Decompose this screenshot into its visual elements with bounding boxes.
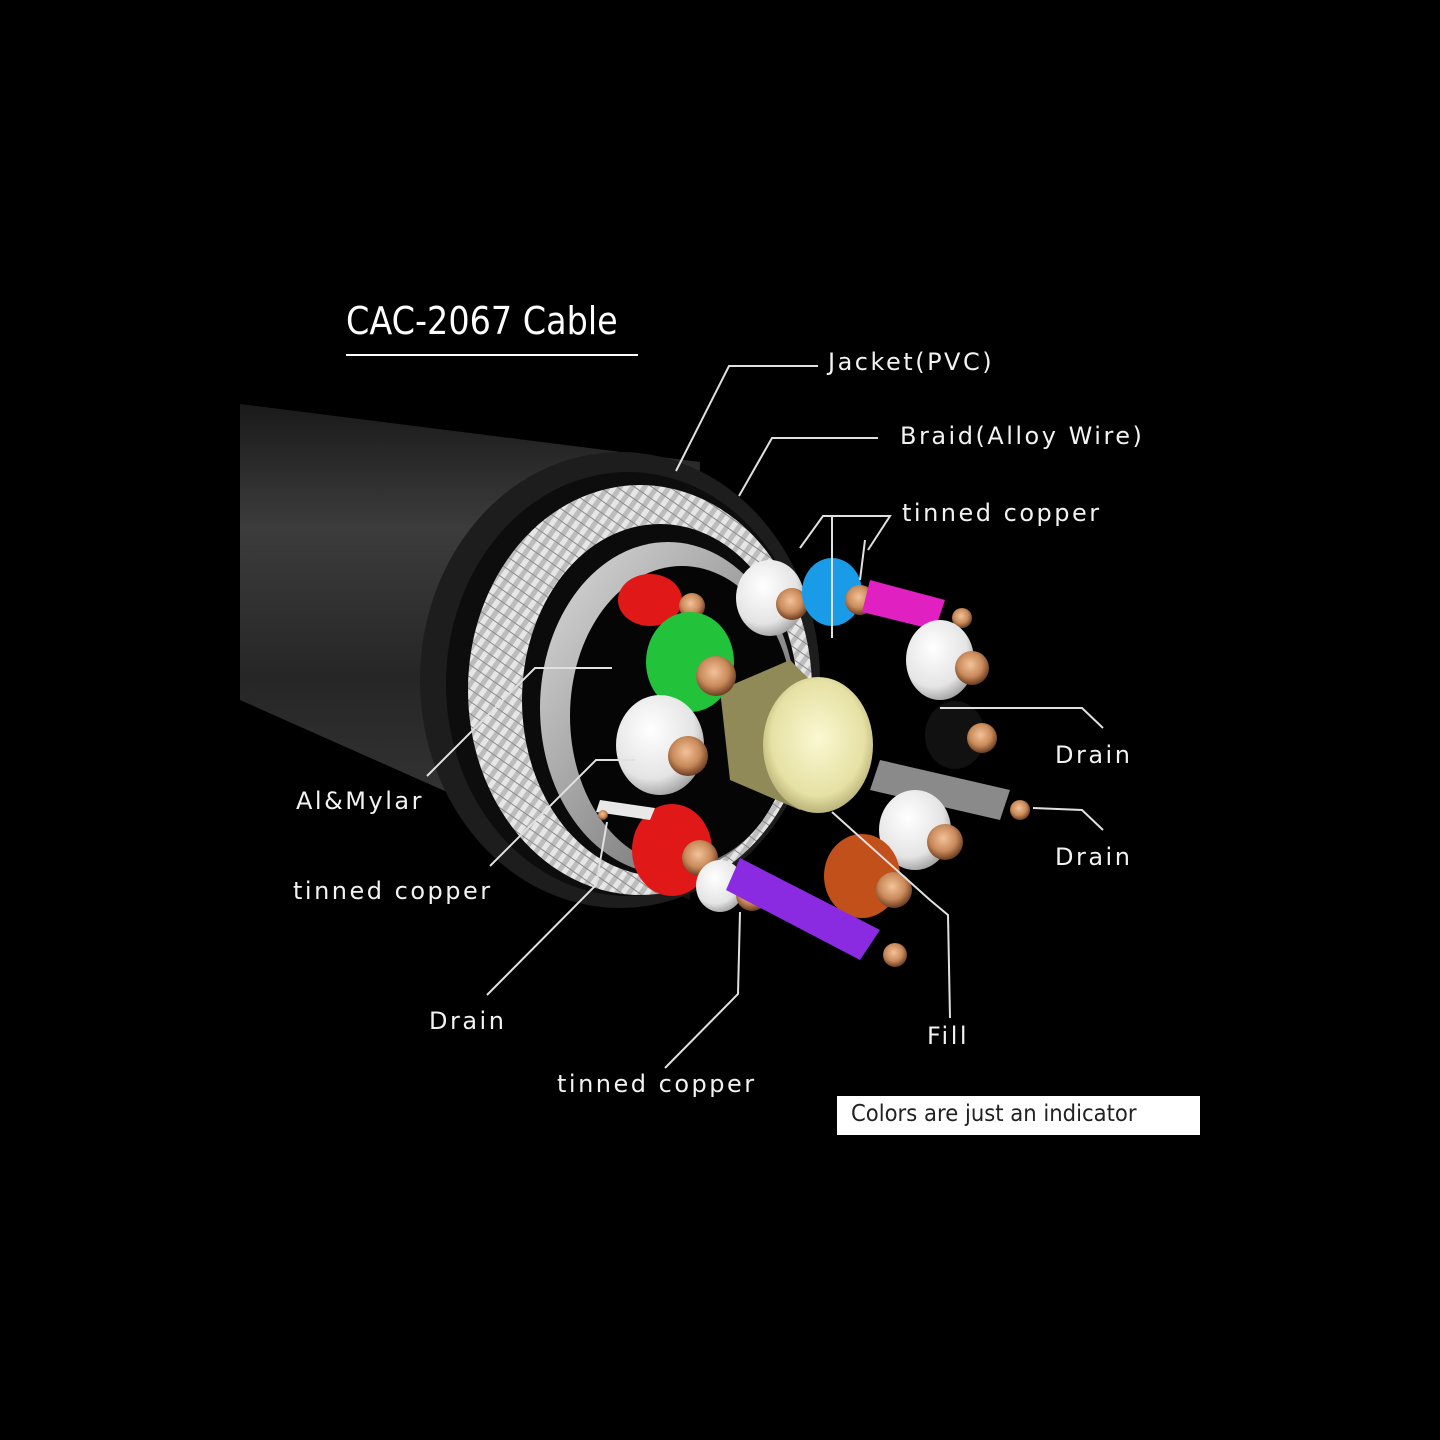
wire-purple bbox=[726, 858, 907, 967]
label-drain-right-upper: Drain bbox=[1055, 741, 1133, 769]
wire-white-right-2 bbox=[879, 790, 963, 870]
title-underline bbox=[346, 354, 638, 356]
leader-tinned-copper-top bbox=[799, 515, 892, 638]
leader-fill bbox=[831, 811, 951, 1019]
wire-white-right-1 bbox=[906, 620, 989, 700]
wire-gray-drain-right bbox=[870, 760, 1030, 820]
diagram-title: CAC-2067 Cable bbox=[346, 299, 618, 343]
label-tinned-copper-bottom: tinned copper bbox=[557, 1070, 757, 1098]
label-braid: Braid(Alloy Wire) bbox=[900, 422, 1145, 450]
disclaimer-box: Colors are just an indicator bbox=[837, 1096, 1200, 1135]
wire-drain-left bbox=[596, 800, 655, 820]
wire-blue bbox=[802, 558, 875, 626]
leader-tinned-copper-left bbox=[489, 759, 635, 867]
leader-braid bbox=[738, 437, 878, 497]
label-tinned-copper-left: tinned copper bbox=[293, 877, 493, 905]
wire-magenta bbox=[862, 580, 972, 630]
wire-white-top bbox=[736, 560, 808, 636]
leader-drain-right-upper bbox=[940, 707, 1104, 729]
leader-drain-left bbox=[486, 821, 608, 996]
leader-jacket bbox=[675, 365, 818, 472]
wire-red-top bbox=[618, 574, 705, 626]
wire-red-bottom bbox=[632, 804, 718, 896]
label-drain-left: Drain bbox=[429, 1007, 507, 1035]
leader-lines bbox=[426, 365, 1104, 1069]
leader-al-mylar bbox=[426, 667, 612, 777]
label-fill: Fill bbox=[927, 1022, 970, 1050]
label-tinned-copper-top: tinned copper bbox=[902, 499, 1102, 527]
wire-black-right bbox=[925, 701, 997, 769]
label-jacket: Jacket(PVC) bbox=[828, 348, 995, 376]
label-al-mylar: Al&Mylar bbox=[296, 787, 424, 815]
filler-core bbox=[720, 660, 873, 813]
label-drain-right-lower: Drain bbox=[1055, 843, 1133, 871]
wire-white-left bbox=[616, 695, 708, 795]
leader-drain-right-lower bbox=[1032, 807, 1104, 831]
wire-green bbox=[646, 612, 736, 712]
leader-tinned-copper-bottom bbox=[664, 911, 741, 1069]
disclaimer-text: Colors are just an indicator bbox=[851, 1101, 1137, 1127]
